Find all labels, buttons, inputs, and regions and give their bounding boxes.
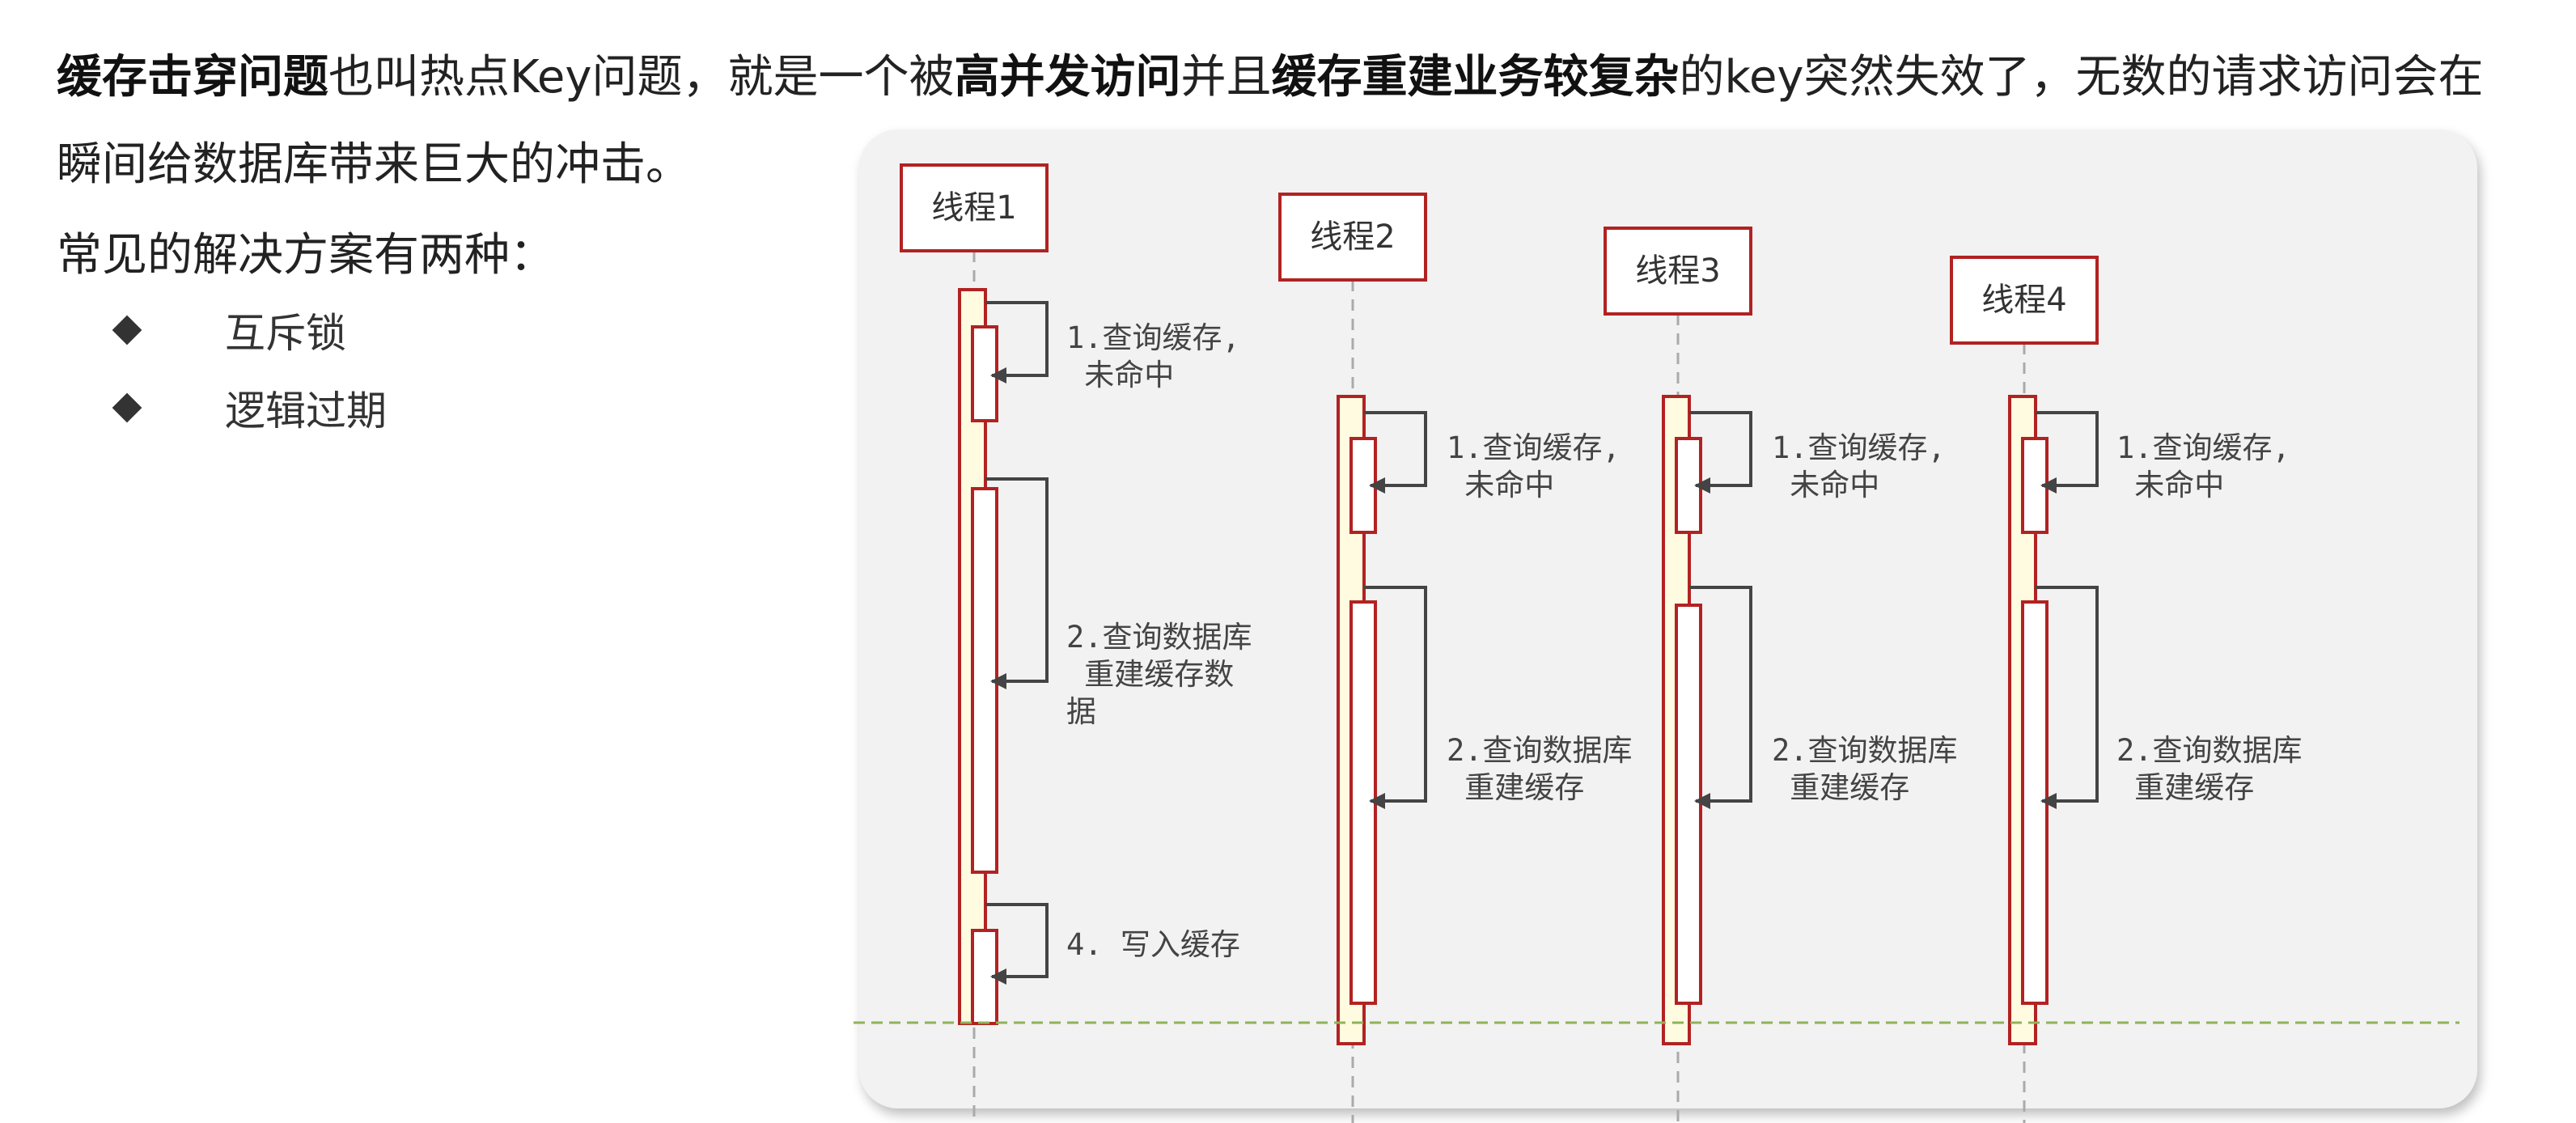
thread-2-header-box <box>1278 193 1427 282</box>
thread-4-step-1-label: 1.查询缓存, 未命中 <box>2116 430 2290 502</box>
thread-3-header-box <box>1604 227 1752 316</box>
thread-3-name: 线程3 <box>1635 252 1720 290</box>
keyword-high-concurrency: 高并发访问 <box>954 51 1181 104</box>
thread-2-step-1-label: 1.查询缓存, 未命中 <box>1447 430 1621 502</box>
thread-4-name: 线程4 <box>1981 282 2066 319</box>
thread-1-step-3-arrow <box>985 903 1049 985</box>
keyword-complex-rebuild: 缓存重建业务较复杂 <box>1271 51 1680 104</box>
solutions-heading: 常见的解决方案有两种： <box>57 229 555 282</box>
thread-4-step-2-arrow <box>2036 586 2099 809</box>
intro-text-3: 的key突然失效了，无数的请求访问会在瞬间给数据库带来巨大的冲击。 <box>57 51 2484 191</box>
solutions-list: 互斥锁 逻辑过期 <box>110 291 387 447</box>
thread-2-step-1-arrow <box>1364 411 1427 494</box>
thread-1-step-2-label: 2.查询数据库 重建缓存数据 <box>1066 620 1252 729</box>
thread-1-step-1-arrow <box>985 301 1049 384</box>
solution-label: 逻辑过期 <box>225 388 387 434</box>
thread-3-step-1-arrow <box>1689 411 1752 494</box>
thread-1-step-3-label: 4. 写入缓存 <box>1066 927 1240 962</box>
thread-2-step-2-label: 2.查询数据库 重建缓存 <box>1447 733 1633 805</box>
thread-3-step-2-label: 2.查询数据库 重建缓存 <box>1772 733 1958 805</box>
thread-1-header-box <box>900 163 1049 252</box>
thread-4-header-box <box>1950 256 2099 345</box>
thread-2-step-1-activation <box>1349 437 1377 534</box>
thread-3-step-1-label: 1.查询缓存, 未命中 <box>1772 430 1946 502</box>
intro-paragraph: 缓存击穿问题也叫热点Key问题，就是一个被高并发访问并且缓存重建业务较复杂的ke… <box>57 34 2516 209</box>
intro-text-1: 也叫热点Key问题，就是一个被 <box>328 51 955 104</box>
thread-1-step-2-arrow <box>985 477 1049 689</box>
thread-3-step-2-arrow <box>1689 586 1752 809</box>
thread-4-step-1-arrow <box>2036 411 2099 494</box>
thread-2-step-2-arrow <box>1364 586 1427 809</box>
keyword-cache-breakdown: 缓存击穿问题 <box>57 51 328 104</box>
thread-2-name: 线程2 <box>1310 218 1395 256</box>
solution-item-mutex: 互斥锁 <box>110 291 387 369</box>
thread-1-name: 线程1 <box>931 189 1016 227</box>
solution-label: 互斥锁 <box>225 310 346 357</box>
solution-item-logical-expire: 逻辑过期 <box>110 369 387 447</box>
thread-4-step-2-label: 2.查询数据库 重建缓存 <box>2116 733 2303 805</box>
intro-text-2: 并且 <box>1180 51 1272 104</box>
thread-1-step-1-label: 1.查询缓存, 未命中 <box>1066 320 1240 392</box>
thread-3-step-2-activation <box>1675 604 1702 1005</box>
